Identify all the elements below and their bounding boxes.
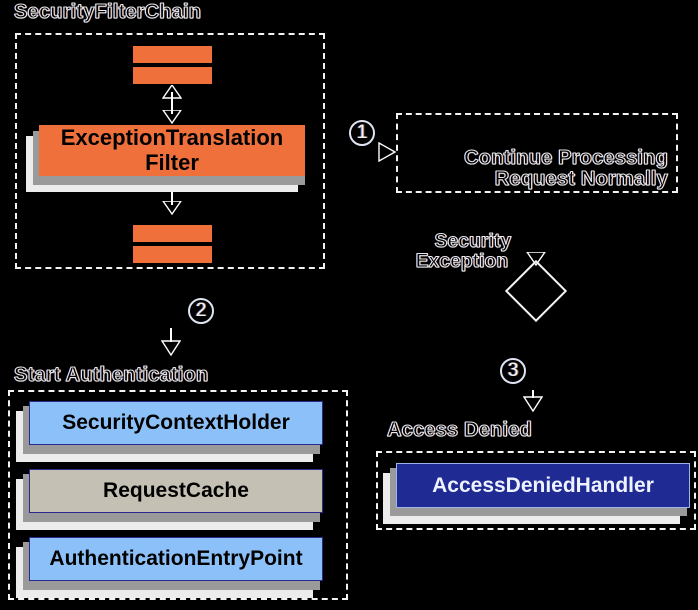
group-continue-processing (396, 113, 678, 193)
filter-bar-bottom-2[interactable] (133, 246, 212, 263)
node-exception-translation-filter[interactable]: ExceptionTranslation Filter (39, 125, 305, 176)
filter-bar-top-1[interactable] (133, 46, 212, 63)
connector-step2-vertical (170, 328, 172, 342)
node-request-cache[interactable]: RequestCache (29, 469, 323, 513)
connector-bottom-vertical (171, 183, 173, 205)
group-start-authentication (8, 390, 348, 600)
label-security-exception: Security Exception (400, 211, 524, 293)
label-security-filter-chain: SecurityFilterChain (13, 1, 202, 23)
node-exception-translation-filter-label: ExceptionTranslation Filter (60, 125, 284, 175)
connector-step3-vertical (532, 390, 534, 398)
step-marker-2: 2 (188, 298, 214, 324)
node-authentication-entry-point-label: AuthenticationEntryPoint (49, 547, 303, 571)
filter-bar-bottom-1[interactable] (133, 225, 212, 242)
group-security-filter-chain (15, 33, 325, 269)
connector-top-vertical (171, 92, 173, 114)
label-access-denied: Access Denied (387, 419, 533, 441)
step-marker-1: 1 (349, 120, 375, 146)
label-security-exception-text: Security Exception (415, 230, 512, 273)
filter-bar-top-2[interactable] (133, 67, 212, 84)
group-access-denied (376, 451, 696, 530)
step-marker-3: 3 (500, 358, 526, 384)
step-marker-1-number: 1 (356, 122, 368, 143)
label-start-authentication: Start Authentication (13, 364, 209, 386)
node-continue-processing-label: Continue Processing Request Normally (464, 146, 669, 191)
arrowhead-down-step2 (161, 340, 181, 356)
node-authentication-entry-point[interactable]: AuthenticationEntryPoint (29, 537, 323, 581)
node-access-denied-handler[interactable]: AccessDeniedHandler (396, 463, 690, 508)
node-request-cache-label: RequestCache (103, 479, 249, 503)
node-access-denied-handler-label: AccessDeniedHandler (432, 473, 654, 497)
step-marker-2-number: 2 (195, 300, 207, 321)
node-security-context-holder[interactable]: SecurityContextHolder (29, 401, 323, 445)
node-continue-processing[interactable]: Continue Processing Request Normally (406, 126, 669, 212)
step-marker-3-number: 3 (507, 360, 519, 381)
node-security-context-holder-label: SecurityContextHolder (62, 411, 290, 435)
arrowhead-down-step3 (523, 396, 543, 412)
arrowhead-right-step1 (378, 142, 396, 162)
